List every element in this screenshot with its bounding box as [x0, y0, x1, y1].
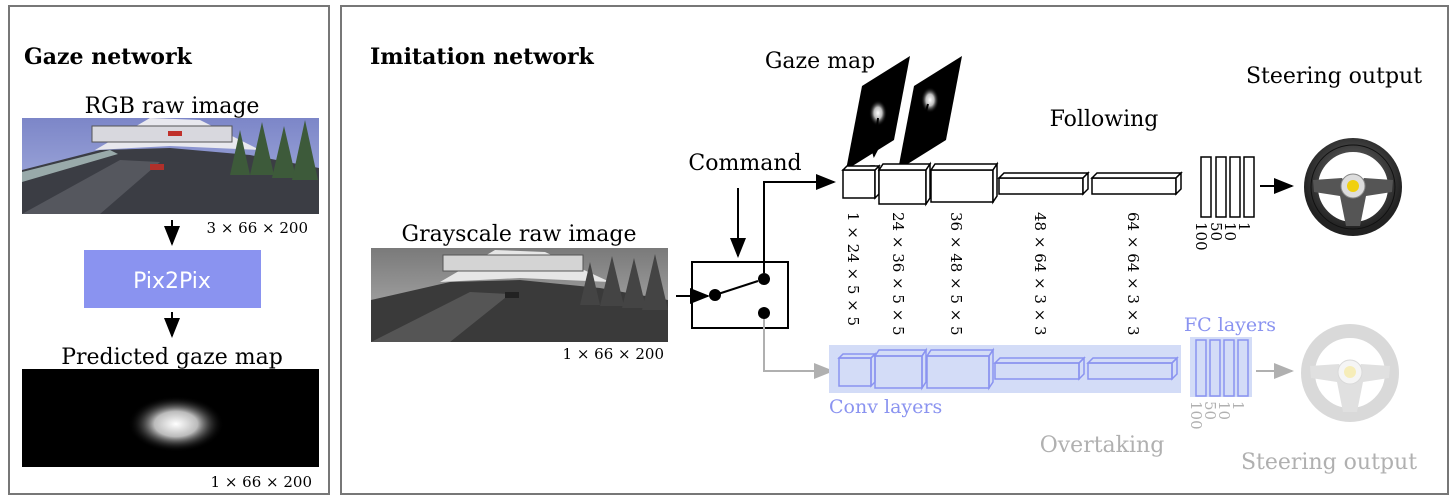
bottom-fc-3	[1223, 339, 1235, 397]
steering-output-bottom-label: Steering output	[1241, 450, 1417, 475]
conv-dim-5: 64 × 64 × 3 × 3	[1124, 212, 1142, 336]
conv-dim-4: 48 × 64 × 3 × 3	[1031, 212, 1049, 336]
gaze-map-label: Gaze map	[765, 49, 875, 74]
pred-dims: 1 × 66 × 200	[211, 473, 312, 491]
top-fc-dim-1: 100	[1192, 222, 1210, 251]
bottom-fc-1	[1195, 339, 1207, 397]
top-fc-1	[1200, 156, 1212, 218]
conv-dim-2: 24 × 36 × 5 × 5	[889, 212, 907, 336]
conv-dims-labels: 1 × 24 × 5 × 5 24 × 36 × 5 × 5 36 × 48 ×…	[844, 212, 1142, 336]
switch-bottom-node	[758, 307, 770, 319]
gaze-panel-title: Gaze network	[24, 44, 193, 70]
command-label: Command	[688, 151, 801, 176]
switch-lever	[714, 280, 759, 296]
predicted-gaze-map	[22, 369, 319, 467]
conv-layers-highlight	[829, 345, 1181, 393]
arrow-gaze-2	[910, 103, 929, 158]
gaze-map-thumb-1	[846, 56, 910, 170]
imitation-panel-border	[340, 5, 1449, 495]
bottom-conv-3	[925, 347, 995, 391]
top-fc-4	[1243, 156, 1255, 218]
conv-layers-label: Conv layers	[829, 396, 942, 418]
top-fc-layers	[1200, 156, 1255, 218]
arrow-to-following	[763, 174, 836, 273]
bottom-fc-dim-2: 50	[1201, 401, 1219, 420]
bottom-conv-layers	[837, 347, 1179, 391]
bottom-fc-2	[1209, 339, 1221, 397]
top-conv-1	[841, 164, 881, 200]
bottom-fc-dim-1: 100	[1187, 401, 1205, 430]
bottom-fc-dims: 100 50 10 1	[1187, 401, 1247, 430]
top-conv-2	[877, 161, 932, 207]
predicted-gaze-label: Predicted gaze map	[61, 345, 283, 370]
bottom-conv-2	[873, 347, 928, 391]
top-fc-dim-3: 10	[1221, 222, 1239, 241]
top-fc-3	[1229, 156, 1241, 218]
bottom-fc-4	[1237, 339, 1249, 397]
steering-wheel-faded-icon	[1301, 324, 1399, 422]
rgb-image-label: RGB raw image	[85, 94, 260, 119]
conv-dim-1: 1 × 24 × 5 × 5	[844, 212, 862, 326]
gray-dims: 1 × 66 × 200	[563, 345, 664, 363]
top-fc-dim-4: 1	[1235, 222, 1253, 232]
bottom-fc-layers	[1195, 339, 1249, 397]
conv-dim-3: 36 × 48 × 5 × 5	[947, 212, 965, 336]
gaze-panel-border	[8, 5, 330, 495]
gaze-map-thumb-2	[898, 56, 962, 170]
rgb-raw-image	[22, 118, 319, 214]
fc-layers-label: FC layers	[1184, 314, 1276, 336]
steering-wheel-icon	[1304, 138, 1402, 236]
top-fc-dims: 100 50 10 1	[1192, 222, 1253, 251]
fc-layers-highlight	[1190, 337, 1252, 397]
bottom-fc-dim-4: 1	[1229, 401, 1247, 411]
top-fc-2	[1215, 156, 1227, 218]
top-conv-3	[929, 161, 999, 205]
top-conv-5	[1090, 171, 1183, 196]
imitation-panel-title: Imitation network	[370, 44, 595, 70]
switch-top-node	[758, 273, 770, 285]
bottom-fc-dim-3: 10	[1215, 401, 1233, 420]
steering-output-top-label: Steering output	[1246, 64, 1422, 89]
grayscale-image-label: Grayscale raw image	[402, 222, 637, 247]
bottom-conv-5	[1086, 356, 1179, 381]
rgb-dims: 3 × 66 × 200	[207, 219, 308, 237]
overtaking-label: Overtaking	[1040, 433, 1165, 458]
following-label: Following	[1050, 107, 1159, 132]
top-conv-layers	[841, 161, 1183, 207]
top-conv-4	[997, 171, 1090, 196]
top-fc-dim-2: 50	[1207, 222, 1225, 241]
pix2pix-block	[84, 250, 261, 308]
bottom-conv-4	[993, 356, 1086, 381]
arrow-gaze-1	[867, 117, 884, 158]
pix2pix-label: Pix2Pix	[133, 269, 211, 294]
grayscale-raw-image	[371, 248, 668, 342]
arrow-to-overtaking	[763, 319, 834, 379]
